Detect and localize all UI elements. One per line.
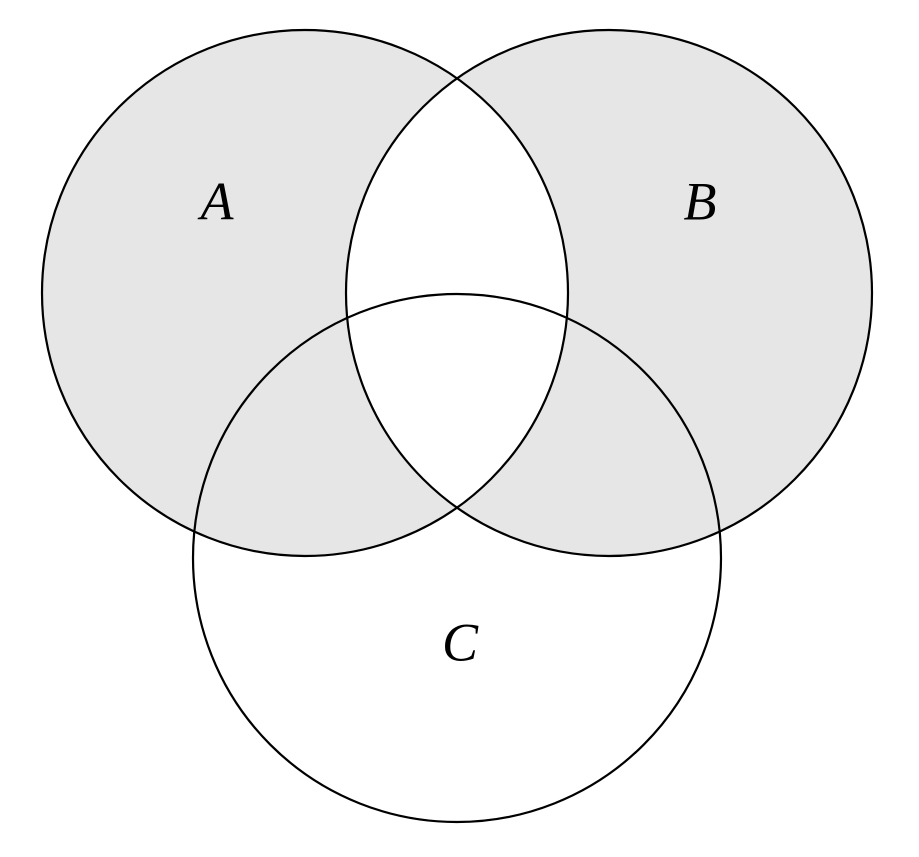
circle-outline-b[interactable] (344, 28, 874, 558)
set-label-a: A (198, 171, 235, 231)
circle-outline-c[interactable] (191, 292, 723, 824)
set-label-c: C (442, 612, 479, 672)
circle-outline-a[interactable] (40, 28, 570, 558)
set-label-b: B (684, 171, 717, 231)
